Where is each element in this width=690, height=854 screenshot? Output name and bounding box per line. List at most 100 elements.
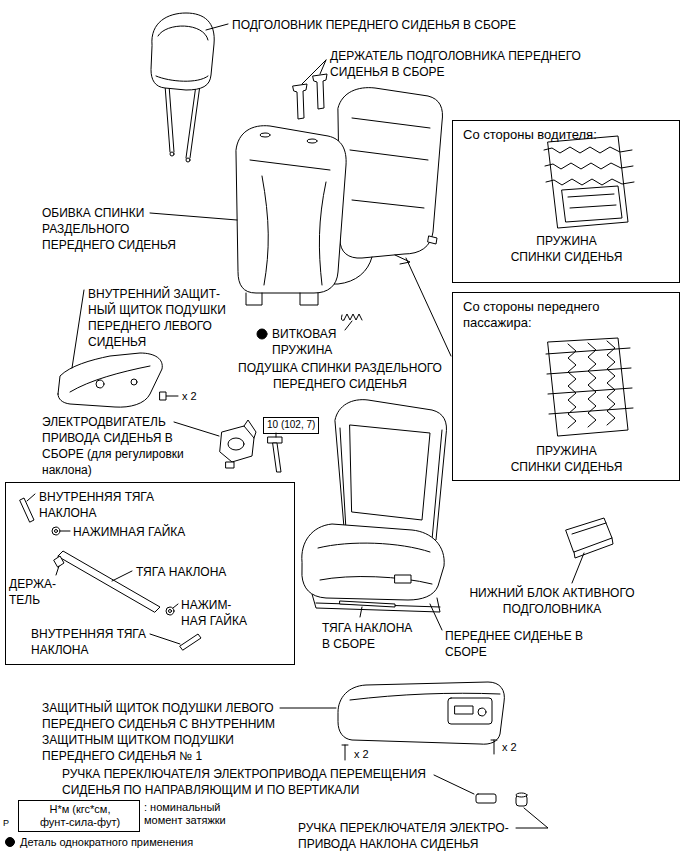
recline-rod-assembly-drawing	[340, 601, 395, 607]
headrest-drawing	[158, 26, 208, 40]
recliner-motor-drawing	[220, 426, 254, 462]
seatback-spring-drawing	[568, 194, 616, 208]
part-label: ЭЛЕКТРОДВИГАТЕЛЬ ПРИВОДА СИДЕНЬЯ В СБОРЕ…	[42, 414, 202, 478]
seatback-cover-drawing	[260, 133, 270, 137]
leader-line	[112, 571, 132, 581]
quantity-label: x 2	[354, 747, 369, 761]
seatback-cover-drawing	[307, 139, 317, 143]
seatback-spring-drawing	[568, 344, 576, 428]
switch-knob-drawing	[516, 793, 527, 797]
leader-line	[27, 494, 35, 501]
leader-line	[430, 604, 442, 630]
recliner-motor-drawing	[228, 438, 244, 450]
recline-rod-assembly-drawing	[340, 601, 395, 607]
inner-cushion-shield-drawing	[58, 353, 178, 407]
part-label: НАЖИМ- НАЯ ГАЙКА	[181, 597, 253, 629]
leader-line	[61, 531, 70, 532]
part-label: ТЯГА НАКЛОНА В СБОРЕ	[322, 620, 419, 652]
recline-rod-parts-drawing	[55, 530, 58, 533]
recline-rod-parts-drawing	[180, 634, 201, 650]
seat-cushion-drawing	[302, 524, 444, 600]
view-panel: Со стороны водителя:ПРУЖИНА СПИНКИ СИДЕН…	[452, 120, 680, 283]
figure-code: P	[3, 818, 9, 828]
seatback-spring-drawing	[544, 136, 634, 228]
leader-line	[27, 24, 584, 828]
legend-note: : номинальный момент затяжки	[144, 801, 239, 827]
recline-rod-parts-drawing	[20, 498, 34, 522]
seatback-spring-drawing	[544, 147, 632, 153]
inner-cushion-shield-drawing	[58, 353, 162, 407]
seatback-pad-drawing	[338, 88, 442, 258]
leader-line	[173, 604, 178, 608]
active-headrest-unit-drawing	[572, 523, 606, 534]
part-label: ЗАЩИТНЫЙ ЩИТОК ПОДУШКИ ЛЕВОГО ПЕРЕДНЕГО …	[42, 700, 292, 764]
unit-text: Н*м (кгс*см, фунт-сила-фут)	[39, 803, 121, 829]
bolt-drawing	[273, 443, 281, 472]
leader-line	[56, 566, 59, 575]
screw-drawing	[342, 740, 497, 760]
headrest-drawing	[151, 13, 214, 162]
single-use-mark	[257, 329, 267, 339]
leader-line	[434, 775, 474, 794]
leader-line	[406, 258, 451, 356]
seatback-cover-drawing	[236, 126, 346, 293]
part-label: ПЕРЕДНЕЕ СИДЕНЬЕ В СБОРЕ	[445, 628, 600, 660]
seatback-cover-drawing	[246, 293, 318, 305]
quantity-label: x 2	[182, 389, 197, 403]
recline-rod-parts-drawing	[54, 556, 64, 567]
inner-cushion-shield-drawing	[160, 392, 166, 400]
part-label: НИЖНИЙ БЛОК АКТИВНОГО ПОДГОЛОВНИКА	[452, 585, 652, 617]
switch-knob-drawing	[476, 793, 527, 806]
exploded-view	[6, 13, 635, 847]
seatback-pad-drawing	[350, 118, 430, 208]
legend-text: Деталь однократного применения	[20, 835, 193, 849]
seatback-cover-drawing	[250, 160, 330, 285]
headrest-holder-drawing	[293, 74, 327, 119]
inner-cushion-shield-drawing	[131, 379, 137, 385]
switch-knob-drawing	[476, 794, 496, 803]
part-label: ПОДГОЛОВНИК ПЕРЕДНЕГО СИДЕНЬЯ В СБОРЕ	[232, 17, 516, 33]
part-label: ВНУТРЕННИЙ ЗАЩИТ- НЫЙ ЩИТОК ПОДУШКИ ПЕРЕ…	[88, 286, 238, 350]
leader-line	[280, 708, 336, 709]
part-label: ПРУЖИНА СПИНКИ СИДЕНЬЯ	[510, 233, 623, 265]
seatback-spring-drawing	[546, 179, 634, 185]
leader-line	[360, 607, 362, 617]
leader-line	[516, 808, 548, 828]
part-label: РУЧКА ПЕРЕКЛЮЧАТЕЛЯ ЭЛЕКТРО- ПРИВОДА НАК…	[298, 820, 538, 852]
single-use-mark	[257, 329, 267, 339]
headrest-holder-drawing	[313, 74, 327, 109]
torque-value: 10 (102, 7)	[267, 419, 315, 431]
seatback-cover-drawing	[236, 126, 346, 305]
bolt-drawing	[268, 437, 282, 472]
part-label: НАЖИМНАЯ ГАЙКА	[73, 524, 185, 540]
inner-cushion-shield-drawing	[166, 396, 178, 397]
cushion-shield-drawing	[338, 682, 504, 744]
coil-spring-drawing	[341, 314, 362, 320]
coil-spring-drawing	[344, 314, 362, 320]
active-headrest-unit-drawing	[566, 518, 613, 558]
part-label: РУЧКА ПЕРЕКЛЮЧАТЕЛЯ ЭЛЕКТРОПРИВОДА ПЕРЕМ…	[62, 766, 457, 798]
seat-frame-drawing	[350, 425, 430, 520]
cushion-shield-drawing	[448, 698, 492, 724]
legend-symbol	[6, 838, 15, 847]
seatback-spring-drawing	[545, 163, 633, 169]
torque-box: 10 (102, 7)	[263, 417, 319, 434]
headrest-drawing	[156, 76, 208, 81]
inner-cushion-shield-drawing	[70, 366, 150, 392]
part-label: ДЕРЖАТЕЛЬ ПОДГОЛОВНИКА ПЕРЕДНЕГО СИДЕНЬЯ…	[330, 48, 615, 80]
part-label: ТЯГА НАКЛОНА	[136, 564, 226, 580]
screw-drawing	[491, 740, 497, 754]
recliner-motor-drawing	[226, 462, 234, 468]
headrest-drawing	[186, 158, 190, 162]
recline-rod-parts-drawing	[169, 610, 172, 613]
active-headrest-unit-drawing	[574, 538, 613, 558]
headrest-holder-drawing	[293, 84, 307, 119]
seatback-spring-drawing	[588, 343, 596, 427]
seatback-spring-drawing	[562, 186, 622, 222]
seatback-pad-drawing	[428, 236, 437, 244]
recliner-motor-drawing	[244, 420, 256, 438]
leader-line	[345, 321, 352, 330]
recline-rod-parts-drawing	[52, 527, 60, 535]
leader-line	[174, 422, 219, 436]
